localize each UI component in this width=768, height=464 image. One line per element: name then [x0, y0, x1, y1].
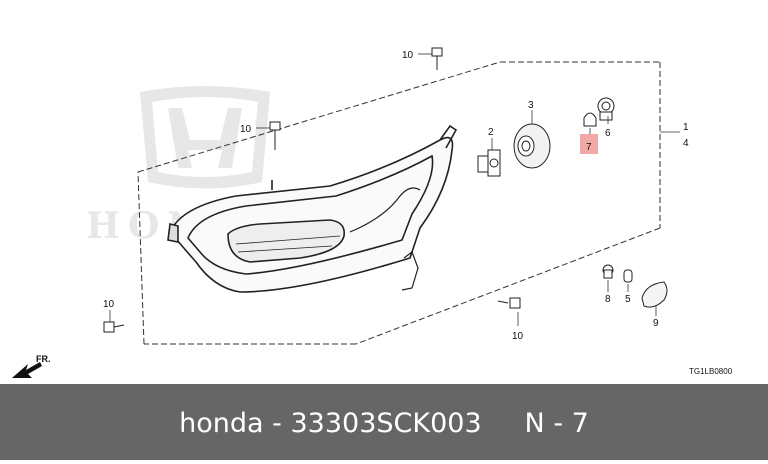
- socket-part: [597, 97, 615, 121]
- front-label: FR.: [36, 354, 51, 364]
- callout-2: 2: [488, 127, 494, 138]
- callout-3: 3: [528, 100, 534, 111]
- part-caption: honda - 33303SCK003 N - 7: [179, 408, 589, 439]
- callout-7: 7: [586, 142, 592, 153]
- socket-bottom-part: [602, 264, 614, 279]
- headlight-assembly: [167, 124, 458, 293]
- callout-10-right-bottom: 10: [512, 331, 524, 342]
- small-bulb-part: [583, 112, 597, 127]
- callout-10-left-bottom: 10: [103, 299, 115, 310]
- bolt-right-bottom: [497, 297, 521, 309]
- bolt-top: [431, 47, 443, 70]
- assembly-outline: [137, 61, 661, 345]
- bulb-bottom-part: [623, 269, 633, 283]
- callout-6: 6: [605, 128, 611, 139]
- diagram-code: TG1LB0800: [689, 367, 733, 376]
- callout-10-left-top: 10: [240, 124, 252, 135]
- callout-10-top: 10: [402, 50, 414, 61]
- callout-8: 8: [605, 294, 611, 305]
- highlight-7: [580, 134, 598, 154]
- footer-bar: honda - 33303SCK003 N - 7: [0, 384, 768, 460]
- bolt-left-top: [269, 121, 281, 150]
- callout-5: 5: [625, 294, 631, 305]
- bolt-left-bottom: [103, 321, 125, 333]
- front-arrow-icon: [12, 362, 42, 378]
- cap-part: [513, 123, 551, 169]
- parts-diagram: HONDA: [12, 47, 733, 378]
- reflector-part: [641, 281, 668, 308]
- bulb-part: [477, 149, 501, 177]
- callout-9: 9: [653, 318, 659, 329]
- callout-1: 1: [683, 122, 689, 133]
- callout-4: 4: [683, 138, 689, 149]
